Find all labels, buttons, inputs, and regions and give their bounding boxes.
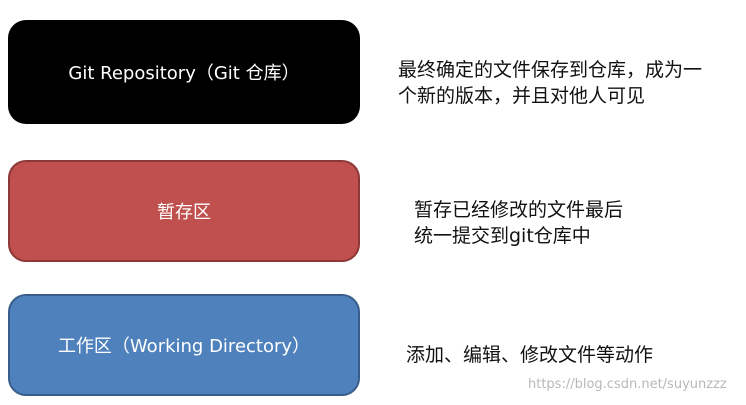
working-directory-description: 添加、编辑、修改文件等动作: [406, 342, 653, 368]
git-repository-description-line-1: 最终确定的文件保存到仓库，成为一: [398, 59, 703, 81]
staging-area-description-line-1: 暂存已经修改的文件最后: [414, 199, 624, 221]
working-directory-label: 工作区（Working Directory）: [57, 336, 311, 357]
staging-area-label: 暂存区: [157, 202, 211, 223]
working-directory-box: 工作区（Working Directory）: [8, 294, 360, 396]
staging-area-description-line-2: 统一提交到git仓库中: [414, 225, 591, 247]
staging-area-box: 暂存区: [8, 160, 360, 262]
watermark-text: https://blog.csdn.net/suyunzzz: [528, 377, 727, 392]
git-repository-description: 最终确定的文件保存到仓库，成为一 个新的版本，并且对他人可见: [398, 57, 702, 109]
git-repository-box: Git Repository（Git 仓库）: [8, 20, 360, 124]
git-repository-label: Git Repository（Git 仓库）: [68, 63, 300, 84]
staging-area-description: 暂存已经修改的文件最后 统一提交到git仓库中: [414, 197, 623, 249]
working-directory-description-line-1: 添加、编辑、修改文件等动作: [406, 344, 654, 366]
git-repository-description-line-2: 个新的版本，并且对他人可见: [398, 85, 646, 107]
